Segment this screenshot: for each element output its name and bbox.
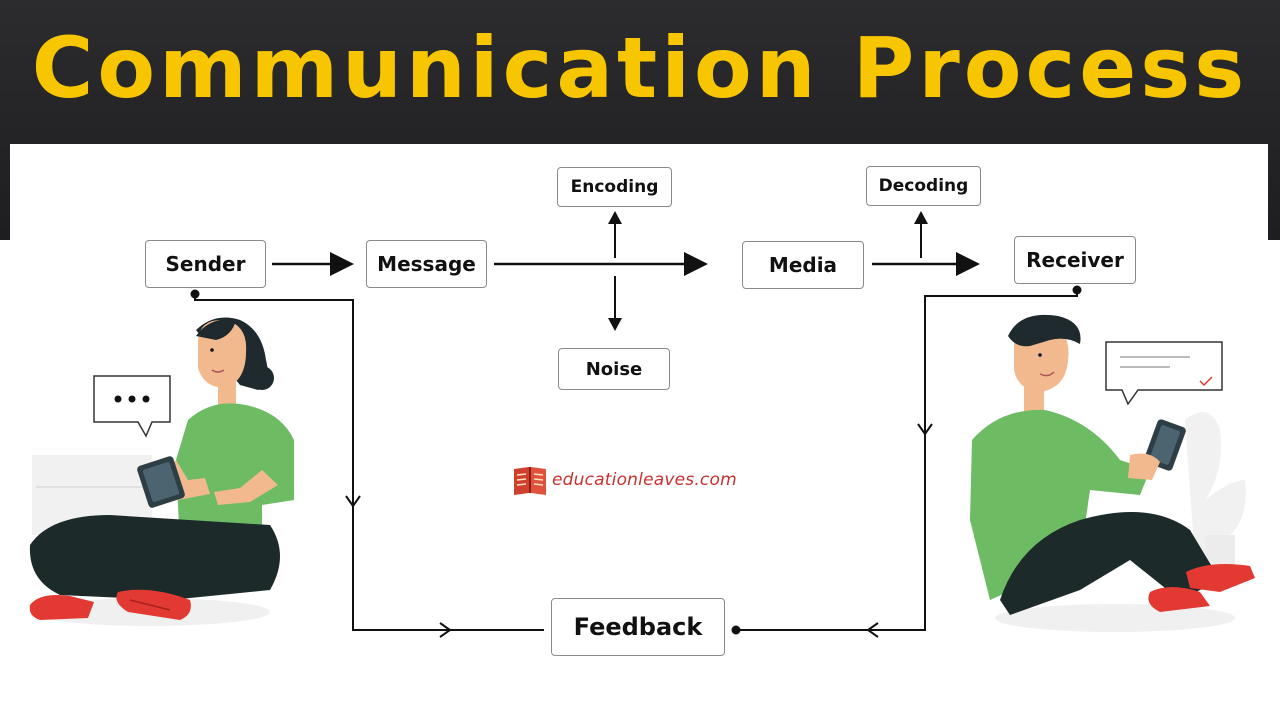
man-illustration (970, 314, 1255, 632)
node-feedback: Feedback (551, 598, 725, 656)
page-title: Communication Process (31, 19, 1249, 117)
watermark-text: educationleaves.com (552, 470, 737, 490)
woman-illustration (29, 317, 294, 626)
watermark: educationleaves.com (512, 462, 737, 498)
phone-icon (137, 456, 185, 508)
encoding-noise-arrows (608, 211, 622, 331)
node-encoding: Encoding (557, 167, 672, 207)
node-noise: Noise (558, 348, 670, 390)
node-message: Message (366, 240, 487, 288)
node-media: Media (742, 241, 864, 289)
sender-feedback-line (190, 289, 544, 638)
node-sender: Sender (145, 240, 266, 288)
chat-bubble-icon-receiver (1105, 341, 1223, 406)
decoding-arrow (914, 211, 928, 258)
flow-arrows (272, 252, 980, 276)
book-icon (514, 467, 546, 495)
node-receiver: Receiver (1014, 236, 1136, 284)
node-decoding: Decoding (866, 166, 981, 206)
chat-bubble-icon (93, 375, 171, 438)
receiver-feedback-line (731, 285, 1082, 638)
